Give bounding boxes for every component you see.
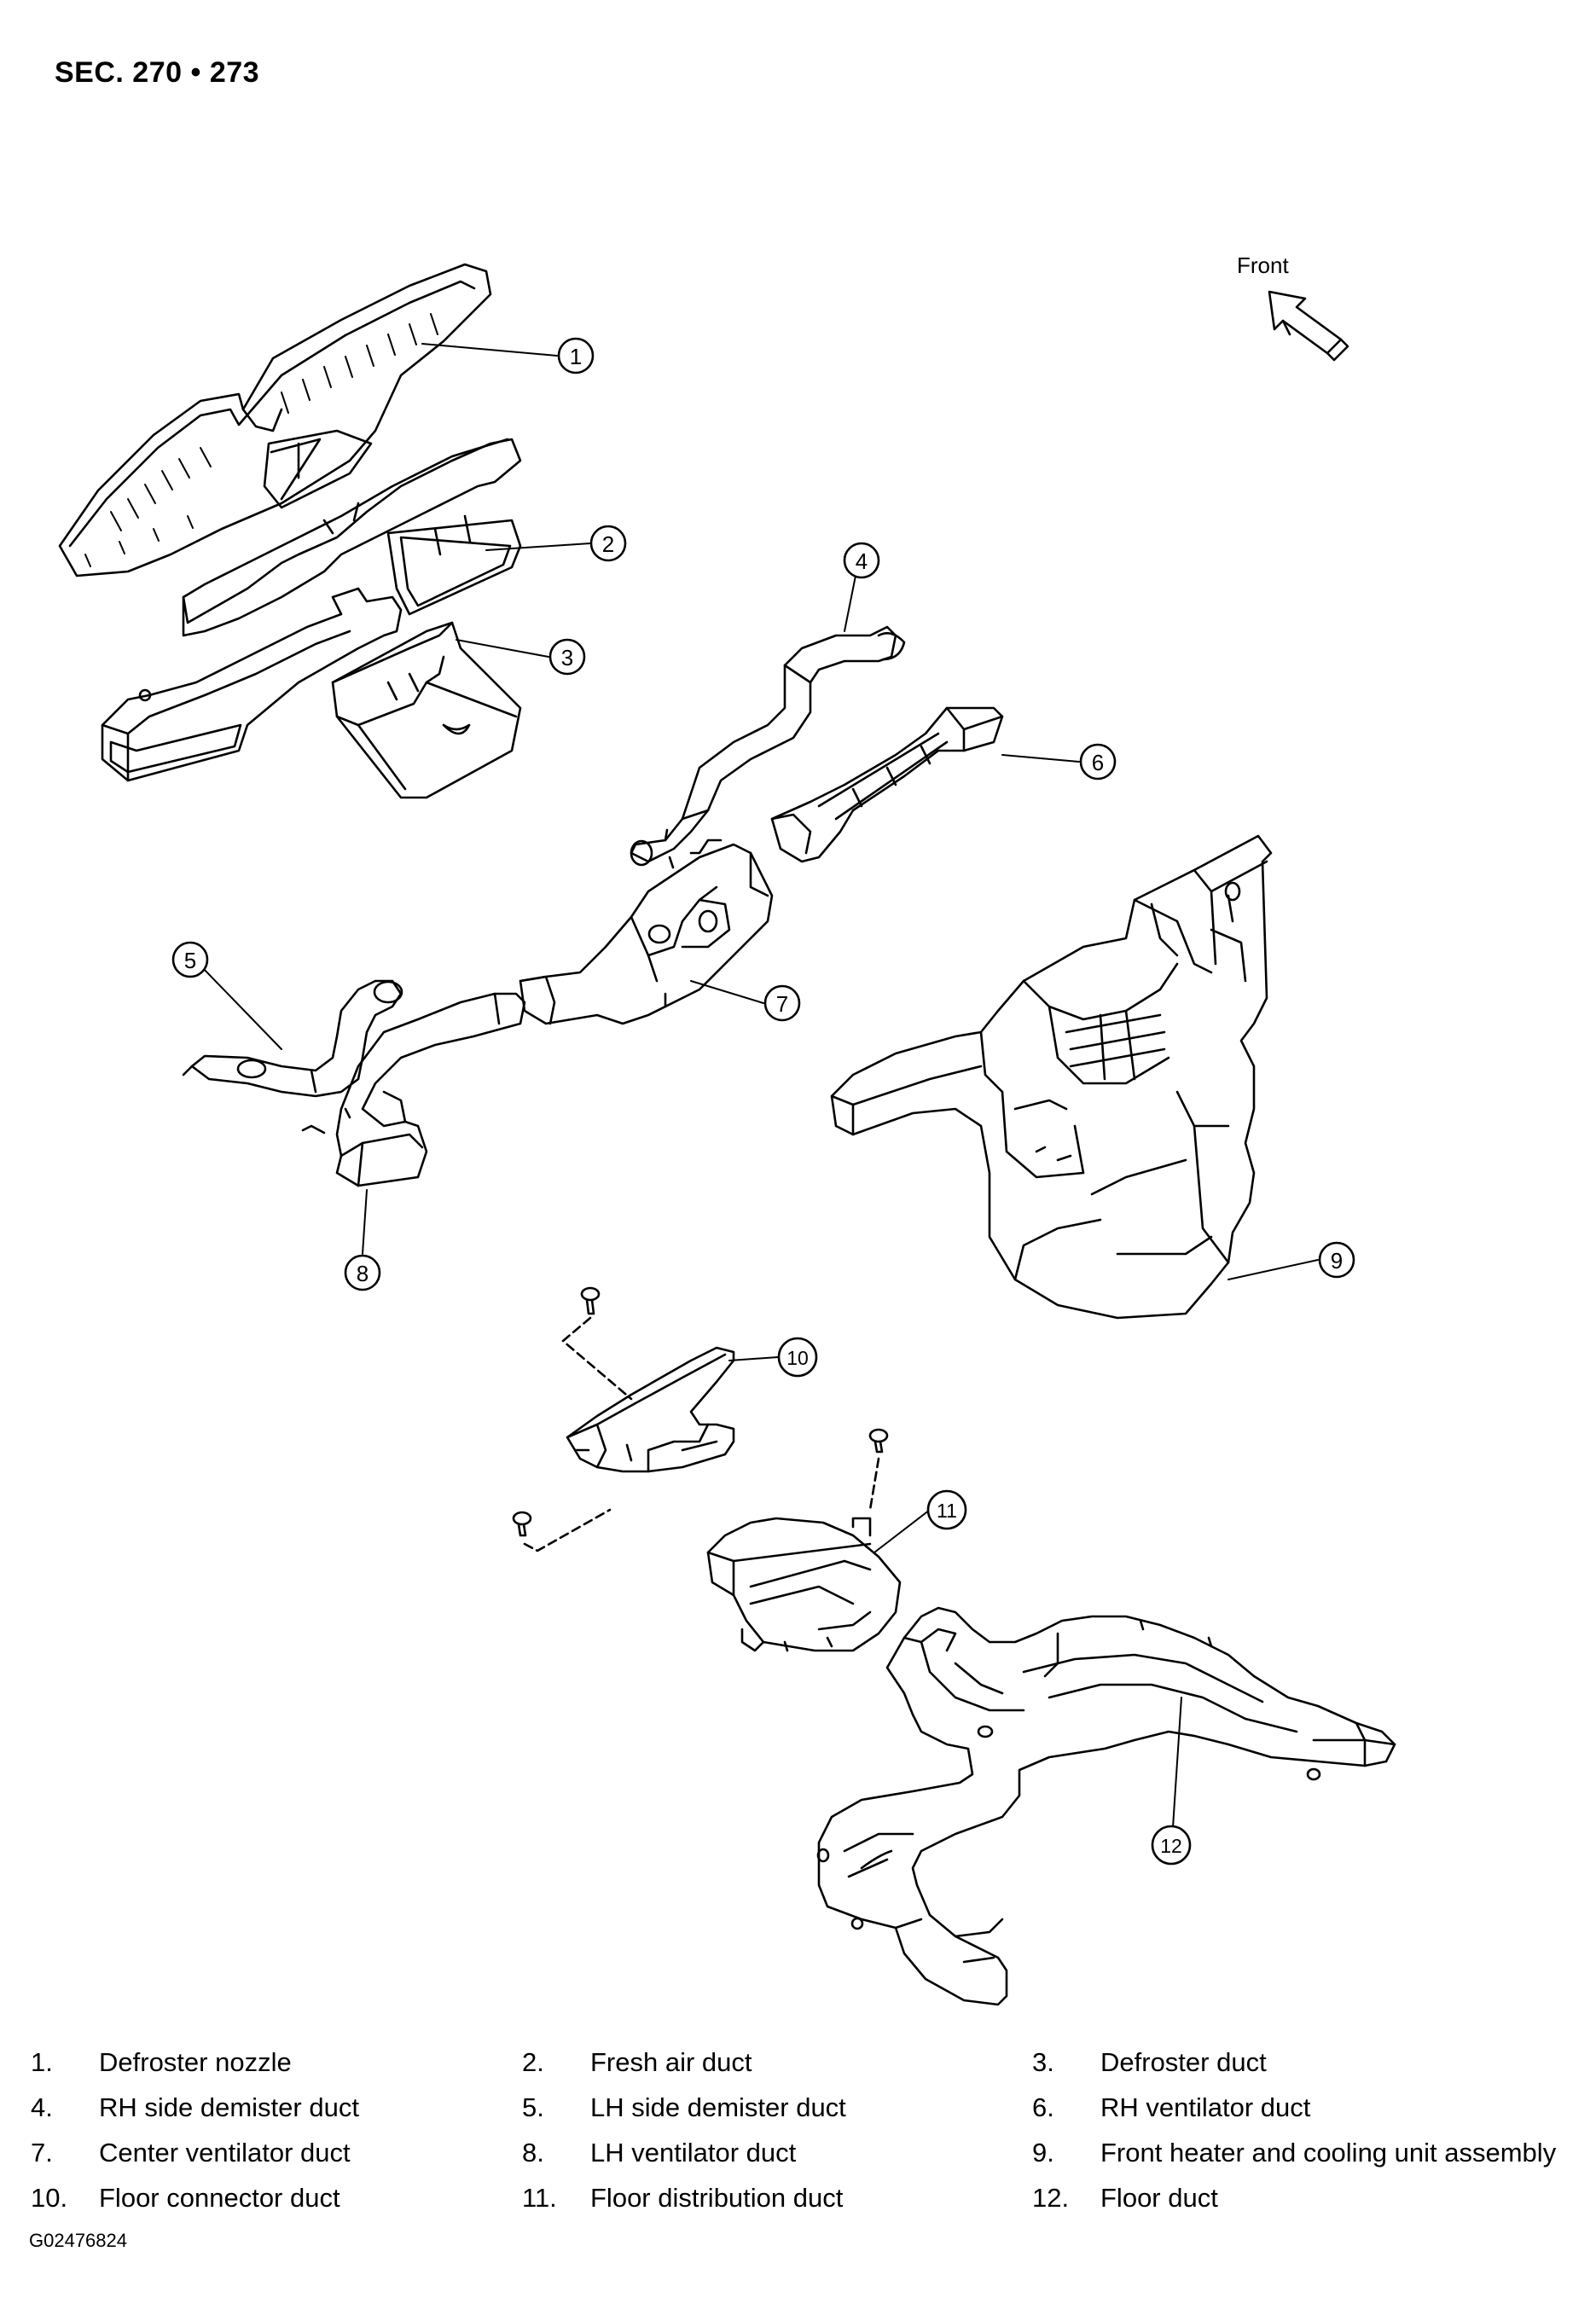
legend-item: 9. Front heater and cooling unit assembly [1032, 2138, 1556, 2168]
legend-item: 12. Floor duct [1032, 2183, 1218, 2214]
legend-row: 10. Floor connector duct 11. Floor distrib… [26, 2183, 1587, 2228]
legend-label: Defroster nozzle [99, 2047, 292, 2077]
callout-4: 4 [843, 542, 880, 579]
svg-text:12: 12 [1160, 1835, 1182, 1857]
svg-text:1: 1 [570, 344, 582, 369]
legend-item: 6. RH ventilator duct [1032, 2092, 1310, 2123]
part-floor-distribution-duct [706, 1517, 902, 1652]
svg-text:8: 8 [357, 1261, 369, 1286]
legend-label: Center ventilator duct [99, 2138, 351, 2167]
callout-11: 11 [926, 1489, 967, 1530]
legend-item: 8. LH ventilator duct [522, 2138, 796, 2168]
legend-label: LH side demister duct [590, 2092, 846, 2122]
legend-label: Fresh air duct [590, 2047, 752, 2077]
legend-number: 9. [1032, 2138, 1054, 2167]
svg-text:5: 5 [184, 948, 196, 973]
svg-text:3: 3 [561, 645, 573, 670]
callout-7: 7 [763, 984, 801, 1022]
legend-label: Floor distribution duct [590, 2183, 844, 2213]
legend-label: RH ventilator duct [1100, 2092, 1311, 2122]
callout-8: 8 [344, 1254, 381, 1291]
legend-item: 7. Center ventilator duct [31, 2138, 351, 2168]
legend-number: 5. [522, 2092, 544, 2122]
svg-text:10: 10 [786, 1347, 809, 1369]
exploded-view-diagram: Front [58, 252, 1396, 2006]
legend-label: Floor duct [1100, 2183, 1218, 2213]
legend-item: 10. Floor connector duct [31, 2183, 340, 2214]
legend-label: Front heater and cooling unit assembly [1100, 2138, 1557, 2167]
callout-5: 5 [171, 941, 209, 978]
legend-row: 7. Center ventilator duct 8. LH ventilator… [26, 2138, 1587, 2183]
parts-legend: 1. Defroster nozzle 2. Fresh air duct 3. De… [26, 2047, 1587, 2228]
part-heater-cooling-unit [830, 834, 1273, 1320]
callout-12: 12 [1151, 1825, 1192, 1866]
callout-9: 9 [1318, 1241, 1355, 1279]
svg-text:2: 2 [602, 531, 614, 557]
legend-number: 3. [1032, 2047, 1054, 2077]
svg-text:7: 7 [776, 991, 788, 1017]
legend-number: 12. [1032, 2183, 1070, 2213]
leader-lines [200, 343, 1319, 1828]
svg-text:6: 6 [1092, 750, 1104, 775]
part-rh-side-demister-duct [630, 625, 906, 869]
legend-label: LH ventilator duct [590, 2138, 797, 2167]
part-fresh-air-duct [101, 438, 522, 782]
callout-2: 2 [589, 525, 627, 562]
section-title: SEC. 270 • 273 [55, 56, 260, 89]
legend-number: 11. [522, 2183, 557, 2213]
callout-6: 6 [1079, 743, 1117, 781]
part-lh-ventilator-duct [301, 992, 526, 1187]
legend-item: 1. Defroster nozzle [31, 2047, 292, 2078]
part-center-ventilator-duct [519, 839, 774, 1025]
legend-number: 6. [1032, 2092, 1054, 2122]
figure-code: G02476824 [29, 2230, 127, 2251]
callout-1: 1 [557, 337, 595, 374]
legend-number: 8. [522, 2138, 544, 2167]
legend-item: 4. RH side demister duct [31, 2092, 359, 2123]
part-defroster-duct [331, 621, 522, 799]
legend-item: 11. Floor distribution duct [522, 2183, 843, 2214]
svg-text:4: 4 [856, 548, 868, 574]
clips-and-leaders [512, 1286, 889, 1552]
part-lh-side-demister-duct [182, 979, 403, 1098]
legend-item: 3. Defroster duct [1032, 2047, 1267, 2078]
svg-text:11: 11 [937, 1500, 957, 1522]
legend-row: 1. Defroster nozzle 2. Fresh air duct 3. De… [26, 2047, 1587, 2092]
part-defroster-nozzle [58, 263, 492, 577]
front-label: Front [1237, 252, 1289, 278]
callout-3: 3 [548, 638, 586, 676]
legend-number: 7. [31, 2138, 53, 2167]
legend-label: RH side demister duct [99, 2092, 359, 2122]
legend-label: Defroster duct [1100, 2047, 1267, 2077]
legend-item: 5. LH side demister duct [522, 2092, 846, 2123]
callout-10: 10 [777, 1337, 818, 1378]
legend-label: Floor connector duct [99, 2183, 340, 2213]
front-arrow-icon [1268, 290, 1349, 362]
part-rh-ventilator-duct [770, 706, 1004, 863]
part-floor-duct [816, 1606, 1396, 2006]
legend-number: 2. [522, 2047, 544, 2077]
legend-item: 2. Fresh air duct [522, 2047, 752, 2078]
legend-row: 4. RH side demister duct 5. LH side demist… [26, 2092, 1587, 2138]
legend-number: 1. [31, 2047, 53, 2077]
legend-number: 10. [31, 2183, 68, 2213]
legend-number: 4. [31, 2092, 53, 2122]
part-floor-connector-duct [566, 1346, 735, 1473]
svg-text:9: 9 [1331, 1248, 1343, 1274]
